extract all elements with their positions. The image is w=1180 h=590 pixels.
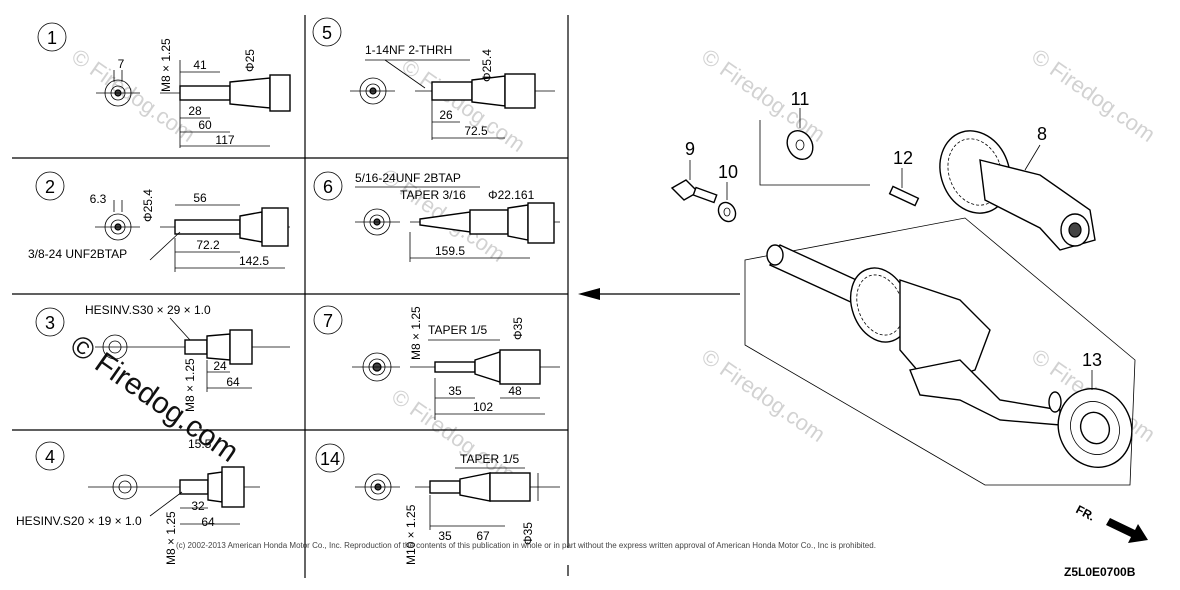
dim-label: M8 × 1.25 <box>183 358 197 412</box>
dim-label: 3/8-24 UNF2BTAP <box>28 247 127 261</box>
dim-label: 64 <box>226 375 240 389</box>
panel-number: 14 <box>320 449 340 469</box>
part-10-washer: 10 <box>717 162 738 223</box>
panel-6: 6 5/16-24UNF 2BTAP TAPER 3/16 Φ22.161 15… <box>313 171 560 262</box>
watermark: © Firedog.com <box>697 344 830 447</box>
dim-label: M8 × 1.25 <box>409 306 423 360</box>
callout-12: 12 <box>893 148 913 168</box>
dim-label: 64 <box>201 515 215 529</box>
exploded-view: 11 9 10 12 8 <box>670 89 1136 486</box>
dim-label: HESINV.S20 × 19 × 1.0 <box>16 514 142 528</box>
dim-label: TAPER 1/5 <box>460 452 519 466</box>
reference-arrow <box>578 288 740 300</box>
dim-label: Φ22.161 <box>488 188 535 202</box>
dim-label: Φ25.4 <box>141 189 155 222</box>
dim-label: HESINV.S30 × 29 × 1.0 <box>85 303 211 317</box>
crankshaft-assembly <box>766 244 1062 426</box>
watermark: © Firedog.com <box>697 44 830 147</box>
panel-grid <box>12 15 569 578</box>
dim-label: Φ25 <box>243 49 257 72</box>
dim-label: 32 <box>191 499 205 513</box>
dim-label: M8 × 1.25 <box>159 38 173 92</box>
dim-label: TAPER 1/5 <box>428 323 487 337</box>
dim-label: M10 × 1.25 <box>404 504 418 565</box>
dim-label: 24 <box>213 359 227 373</box>
front-direction-indicator: FR. <box>1074 502 1148 543</box>
watermark: © Firedog.com <box>387 384 520 487</box>
panel-2: 2 6.3 Φ25.4 56 72.2 142.5 3/8-24 UNF2BTA… <box>28 171 290 272</box>
dim-label: 1-14NF 2-THRH <box>365 43 452 57</box>
part-13-bearing: 13 <box>1057 350 1133 469</box>
panel-1: 1 7 41 M8 × 1.25 Φ25 28 60 117 <box>37 22 291 148</box>
dim-label: 67 <box>476 529 490 543</box>
dim-label: 159.5 <box>435 244 465 258</box>
dim-label: 60 <box>198 118 212 132</box>
part-11-washer: 11 <box>786 89 814 161</box>
dim-label: 6.3 <box>90 192 107 206</box>
panel-14: 14 TAPER 1/5 M10 × 1.25 35 67 Φ35 <box>315 443 560 565</box>
dim-label: 142.5 <box>239 254 269 268</box>
dim-label: Φ35 <box>511 317 525 340</box>
part-12-key: 12 <box>888 148 920 207</box>
callout-9: 9 <box>685 139 695 159</box>
dim-label: 26 <box>439 108 453 122</box>
dim-label: 35 <box>438 529 452 543</box>
panel-number: 2 <box>45 177 55 197</box>
panel-number: 1 <box>47 28 57 48</box>
dim-label: 5/16-24UNF 2BTAP <box>355 171 461 185</box>
dim-label: 48 <box>508 384 522 398</box>
callout-10: 10 <box>718 162 738 182</box>
dim-label: M8 × 1.25 <box>164 511 178 565</box>
dim-label: Φ35 <box>521 522 535 545</box>
copyright-notice: (c) 2002-2013 American Honda Motor Co., … <box>176 541 876 550</box>
part-8-crankshaft-gear: 8 <box>939 124 1096 251</box>
dim-label: 102 <box>473 400 493 414</box>
callout-8: 8 <box>1037 124 1047 144</box>
dim-label: 117 <box>215 133 234 147</box>
part-9-bolt: 9 <box>670 139 718 204</box>
dim-label: 7 <box>118 57 125 71</box>
panel-4: 4 15.5 32 64 HESINV.S20 × 19 × 1.0 M8 × … <box>16 437 260 565</box>
panel-number: 5 <box>322 23 332 43</box>
dim-label: 28 <box>188 104 202 118</box>
panel-number: 4 <box>45 447 55 467</box>
dim-label: Φ25.4 <box>480 49 494 82</box>
panel-3: 3 HESINV.S30 × 29 × 1.0 24 64 M8 × 1.25 <box>35 303 290 412</box>
dim-label: 15.5 <box>188 437 212 451</box>
callout-13: 13 <box>1082 350 1102 370</box>
dim-label: 35 <box>448 384 462 398</box>
panel-number: 6 <box>323 177 333 197</box>
panel-5: 5 1-14NF 2-THRH Φ25.4 26 72.5 <box>312 17 555 140</box>
dim-label: 41 <box>193 58 207 72</box>
dim-label: 72.5 <box>464 124 488 138</box>
callout-11: 11 <box>791 89 810 109</box>
dim-label: 72.2 <box>196 238 220 252</box>
watermark: © Firedog.com <box>1027 44 1160 147</box>
dim-label: 56 <box>193 191 207 205</box>
diagram-code: Z5L0E0700B <box>1064 565 1136 579</box>
watermarks: © Firedog.com © Firedog.com © Firedog.co… <box>64 44 1160 487</box>
fr-label: FR. <box>1074 502 1098 523</box>
panel-number: 3 <box>45 313 55 333</box>
dim-label: TAPER 3/16 <box>400 188 466 202</box>
panel-number: 7 <box>323 311 333 331</box>
panel-7: 7 M8 × 1.25 TAPER 1/5 Φ35 35 48 102 <box>313 305 560 420</box>
